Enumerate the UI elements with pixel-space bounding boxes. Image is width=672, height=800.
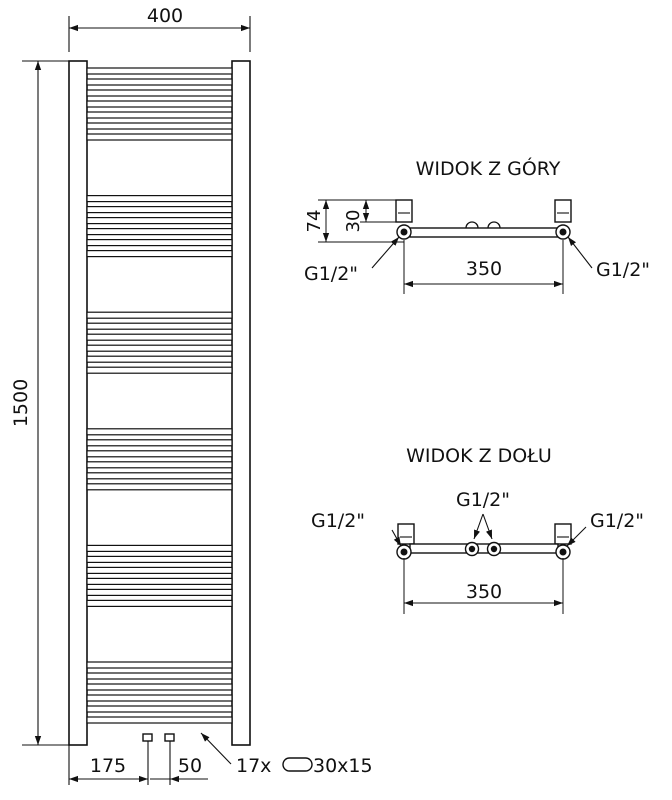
inlet-connectors xyxy=(142,733,175,742)
tube-5 xyxy=(86,111,233,119)
tube-11 xyxy=(86,228,233,236)
height-label: 1500 xyxy=(10,379,32,427)
tube-8 xyxy=(86,195,233,203)
bottom-left-thread-label: G1/2" xyxy=(311,510,365,532)
tube-28 xyxy=(86,566,233,575)
tube-21 xyxy=(86,439,233,447)
tube-24 xyxy=(86,472,233,480)
top-view: WIDOK Z GÓRY 74 30 G1/2" xyxy=(304,156,650,294)
top-left-thread-label: G1/2" xyxy=(304,263,358,285)
bottom-right-thread-label: G1/2" xyxy=(590,510,644,532)
tube-34 xyxy=(86,683,233,691)
tube-13 xyxy=(86,250,233,258)
right-collector xyxy=(231,60,251,746)
bottom-view: WIDOK Z DOŁU G1/2" G1/2" G1/2" xyxy=(311,445,644,614)
top-view-title: WIDOK Z GÓRY xyxy=(416,156,561,180)
depth-74-label: 74 xyxy=(304,210,325,233)
top-view-depth-dimensions: 74 30 xyxy=(304,199,404,243)
pipe-spacing-label: 175 xyxy=(90,755,126,777)
tube-23 xyxy=(86,461,233,469)
top-view-span-dimension: 350 xyxy=(403,240,564,294)
tube-37 xyxy=(86,716,233,724)
tube-27 xyxy=(86,555,233,564)
left-collector xyxy=(68,60,88,746)
tube-12 xyxy=(86,239,233,247)
tube-count-callout: 17x 30x15 xyxy=(200,732,373,777)
tube-size-label: 30x15 xyxy=(313,755,373,777)
tube-3 xyxy=(86,89,233,97)
tube-2 xyxy=(86,78,233,86)
bottom-dimensions: 175 50 xyxy=(68,741,208,785)
tube-10 xyxy=(86,217,233,225)
tube-count-prefix: 17x xyxy=(236,755,271,777)
top-span-label: 350 xyxy=(466,258,502,280)
tube-7 xyxy=(86,133,233,141)
tube-18 xyxy=(86,355,233,363)
tube-16 xyxy=(86,333,233,341)
tube-32 xyxy=(86,661,233,669)
depth-30-label: 30 xyxy=(343,210,364,233)
tube-15 xyxy=(86,322,233,330)
bottom-view-span-dimension: 350 xyxy=(403,558,564,614)
height-dimension: 1500 xyxy=(10,60,69,746)
tube-31 xyxy=(86,599,233,608)
tube-4 xyxy=(86,100,233,108)
tube-30 xyxy=(86,588,233,597)
tube-19 xyxy=(86,366,233,374)
inlet-spacing-label: 50 xyxy=(178,755,202,777)
heating-tubes xyxy=(86,67,233,724)
bottom-view-title: WIDOK Z DOŁU xyxy=(406,445,552,467)
front-view: 400 1500 175 50 17x 30x15 xyxy=(10,5,373,785)
tube-26 xyxy=(86,544,233,553)
bottom-center-thread-label: G1/2" xyxy=(456,489,510,511)
top-right-thread-label: G1/2" xyxy=(596,259,650,281)
top-view-body xyxy=(395,199,572,240)
tube-14 xyxy=(86,311,233,319)
width-label: 400 xyxy=(147,5,183,27)
tube-25 xyxy=(86,483,233,491)
tube-29 xyxy=(86,577,233,586)
tube-profile-icon xyxy=(282,757,313,772)
tube-9 xyxy=(86,206,233,214)
tube-17 xyxy=(86,344,233,352)
tube-22 xyxy=(86,450,233,458)
tube-1 xyxy=(86,67,233,75)
bottom-span-label: 350 xyxy=(466,581,502,603)
tube-36 xyxy=(86,705,233,713)
tube-33 xyxy=(86,672,233,680)
tube-35 xyxy=(86,694,233,702)
bottom-view-body xyxy=(396,523,572,560)
width-dimension: 400 xyxy=(68,5,251,52)
tube-20 xyxy=(86,428,233,436)
tube-6 xyxy=(86,122,233,130)
